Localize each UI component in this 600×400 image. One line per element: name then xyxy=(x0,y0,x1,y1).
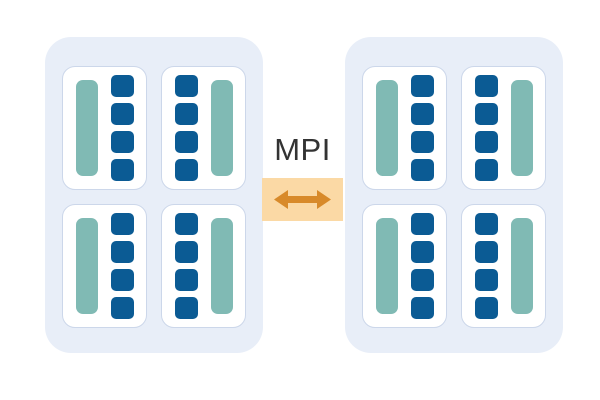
memory-bar xyxy=(375,218,398,314)
core-column xyxy=(410,213,434,319)
core-column xyxy=(174,213,198,319)
memory-bar xyxy=(375,80,398,176)
cpu-core xyxy=(474,241,498,263)
cpu-core xyxy=(174,297,198,319)
node-card xyxy=(461,204,546,328)
cpu-core xyxy=(410,269,434,291)
memory-bar xyxy=(75,218,98,314)
memory-bar xyxy=(510,80,533,176)
cluster-left xyxy=(45,37,263,353)
cpu-core xyxy=(110,269,134,291)
cpu-core xyxy=(410,75,434,97)
memory-bar xyxy=(510,218,533,314)
node-card xyxy=(362,204,447,328)
node-card xyxy=(62,204,147,328)
cpu-core xyxy=(410,159,434,181)
cpu-core xyxy=(474,297,498,319)
node-grid-right xyxy=(362,66,546,328)
cpu-core xyxy=(110,241,134,263)
cpu-core xyxy=(410,241,434,263)
cpu-core xyxy=(474,213,498,235)
cpu-core xyxy=(174,75,198,97)
cpu-core xyxy=(474,103,498,125)
cpu-core xyxy=(174,159,198,181)
mpi-link: MPI xyxy=(262,130,343,222)
cpu-core xyxy=(110,213,134,235)
core-column xyxy=(410,75,434,181)
cpu-core xyxy=(110,159,134,181)
core-column xyxy=(474,75,498,181)
cpu-core xyxy=(474,131,498,153)
mpi-label: MPI xyxy=(274,132,331,167)
cpu-core xyxy=(410,213,434,235)
mpi-arrow-box xyxy=(262,178,343,221)
cpu-core xyxy=(110,131,134,153)
node-card xyxy=(362,66,447,190)
cpu-core xyxy=(410,103,434,125)
node-card xyxy=(461,66,546,190)
cpu-core xyxy=(174,269,198,291)
core-column xyxy=(110,213,134,319)
node-grid-left xyxy=(62,66,246,328)
node-card xyxy=(161,66,246,190)
cpu-core xyxy=(110,297,134,319)
cpu-core xyxy=(110,75,134,97)
memory-bar xyxy=(210,80,233,176)
cpu-core xyxy=(474,269,498,291)
double-headed-arrow-icon xyxy=(274,190,331,209)
cpu-core xyxy=(410,131,434,153)
cpu-core xyxy=(174,241,198,263)
cpu-core xyxy=(474,159,498,181)
cpu-core xyxy=(174,103,198,125)
cpu-core xyxy=(174,131,198,153)
memory-bar xyxy=(75,80,98,176)
core-column xyxy=(110,75,134,181)
core-column xyxy=(474,213,498,319)
cpu-core xyxy=(110,103,134,125)
memory-bar xyxy=(210,218,233,314)
cpu-core xyxy=(474,75,498,97)
cluster-right xyxy=(345,37,563,353)
node-card xyxy=(62,66,147,190)
cpu-core xyxy=(174,213,198,235)
cpu-core xyxy=(410,297,434,319)
node-card xyxy=(161,204,246,328)
core-column xyxy=(174,75,198,181)
